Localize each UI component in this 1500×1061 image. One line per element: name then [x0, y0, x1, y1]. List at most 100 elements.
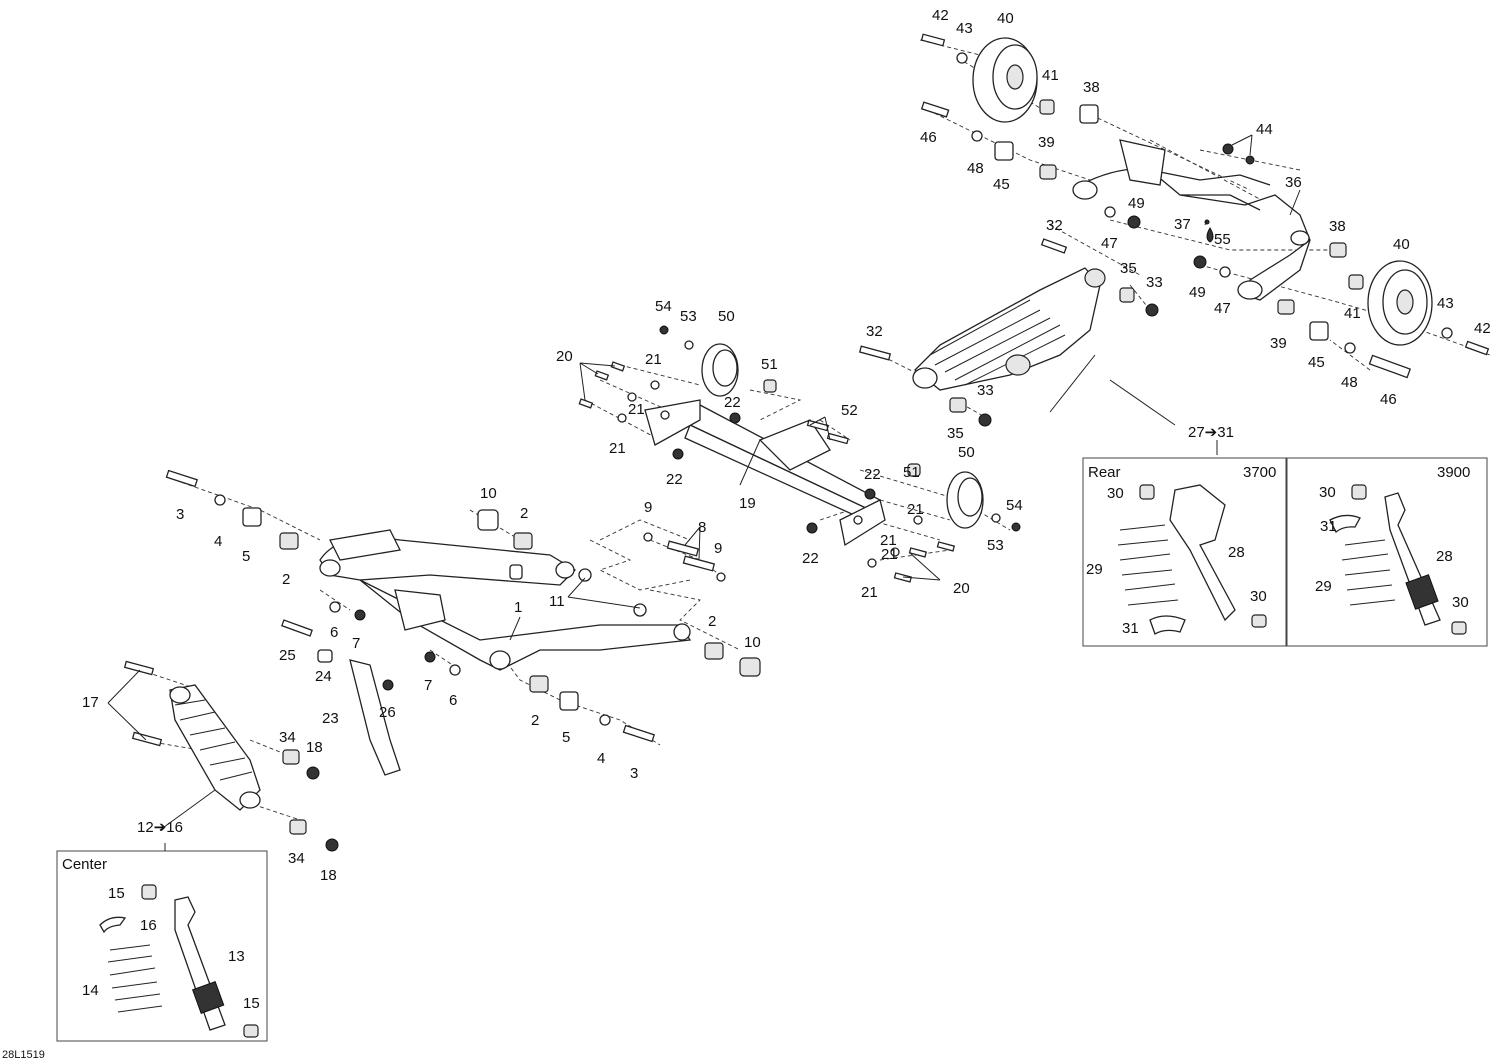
callout-2b: 2	[282, 571, 290, 588]
callout-labels: 42 43 40 41 38 44 46 39 48 45 36 49 37 5…	[2, 7, 1491, 1061]
callout-31: 31	[1122, 620, 1139, 637]
callout-6: 6	[330, 624, 338, 641]
callout-45b: 45	[1308, 354, 1325, 371]
callout-2: 2	[520, 505, 528, 522]
callout-34: 34	[279, 729, 296, 746]
rear-arm	[1072, 139, 1311, 301]
callout-11: 11	[549, 593, 565, 610]
callout-16: 16	[140, 917, 157, 934]
callout-54b: 54	[1006, 497, 1023, 514]
callout-51b: 51	[903, 464, 920, 481]
callout-51: 51	[761, 356, 778, 373]
callout-37: 37	[1174, 216, 1191, 233]
callout-21: 21	[645, 351, 662, 368]
callout-42: 42	[932, 7, 949, 24]
middle-small-parts	[578, 325, 1021, 583]
callout-14: 14	[82, 982, 99, 999]
drawing-code: 28L1519	[2, 1049, 45, 1061]
callout-22: 22	[724, 394, 741, 411]
callout-35b: 35	[947, 425, 964, 442]
callout-40: 40	[997, 10, 1014, 27]
callout-21f: 21	[861, 584, 878, 601]
callout-6b: 6	[449, 692, 457, 709]
rear-box-title: Rear	[1088, 464, 1121, 481]
callout-31b: 31	[1320, 518, 1337, 535]
callout-53b: 53	[987, 537, 1004, 554]
callout-49b: 49	[1189, 284, 1206, 301]
idler-wheel-upper	[972, 37, 1038, 123]
callout-21e: 21	[880, 532, 897, 549]
callout-10b: 10	[744, 634, 761, 651]
center-shock	[123, 660, 339, 852]
callout-23: 23	[322, 710, 339, 727]
center-shock-box	[56, 850, 268, 1042]
callout-35: 35	[1120, 260, 1137, 277]
callout-48b: 48	[1341, 374, 1358, 391]
callout-49: 49	[1128, 195, 1145, 212]
callout-32b: 32	[866, 323, 883, 340]
callout-4: 4	[214, 533, 222, 550]
callout-29b: 29	[1315, 578, 1332, 595]
callout-26: 26	[379, 704, 396, 721]
callout-41b: 41	[1344, 305, 1361, 322]
callout-47b: 47	[1214, 300, 1231, 317]
callout-25: 25	[279, 647, 296, 664]
callout-12-16: 12➔16	[137, 819, 183, 836]
rear-shock	[912, 267, 1106, 391]
rear-small-parts	[858, 33, 1490, 427]
callout-30b: 30	[1250, 588, 1267, 605]
callout-5b: 5	[562, 729, 570, 746]
middle-cross-shaft	[644, 399, 886, 547]
callout-22c: 22	[864, 466, 881, 483]
callout-2d: 2	[531, 712, 539, 729]
callout-54: 54	[655, 298, 672, 315]
callout-45: 45	[993, 176, 1010, 193]
callout-3b: 3	[630, 765, 638, 782]
callout-15b: 15	[243, 995, 260, 1012]
callout-21c: 21	[609, 440, 626, 457]
callout-22b: 22	[666, 471, 683, 488]
callout-15: 15	[108, 885, 125, 902]
front-small-parts	[165, 469, 761, 776]
callout-34b: 34	[288, 850, 305, 867]
callout-50: 50	[718, 308, 735, 325]
callout-19: 19	[739, 495, 756, 512]
callout-21f-upper: 21	[881, 546, 898, 563]
callout-5: 5	[242, 548, 250, 565]
idler-wheel-lower-right	[1367, 260, 1433, 346]
callout-27-31: 27➔31	[1188, 424, 1234, 441]
callout-41: 41	[1042, 67, 1059, 84]
callout-18b: 18	[320, 867, 337, 884]
callout-9: 9	[644, 499, 652, 516]
callout-13: 13	[228, 948, 245, 965]
callout-17: 17	[82, 694, 99, 711]
callout-22d: 22	[802, 550, 819, 567]
callout-50b: 50	[958, 444, 975, 461]
callout-40b: 40	[1393, 236, 1410, 253]
callout-52: 52	[841, 402, 858, 419]
center-box-title: Center	[62, 856, 107, 873]
middle-idler-wheels	[701, 343, 984, 529]
callout-28: 28	[1228, 544, 1245, 561]
callout-42b: 42	[1474, 320, 1491, 337]
callout-39b: 39	[1270, 335, 1287, 352]
callout-20: 20	[556, 348, 573, 365]
callout-30: 30	[1107, 485, 1124, 502]
callout-46b: 46	[1380, 391, 1397, 408]
callout-21d: 21	[907, 501, 924, 518]
callout-36: 36	[1285, 174, 1302, 191]
callout-43b: 43	[1437, 295, 1454, 312]
rear-box-model-3700: 3700	[1243, 464, 1276, 481]
callout-44: 44	[1256, 121, 1273, 138]
callout-2c: 2	[708, 613, 716, 630]
callout-33b: 33	[977, 382, 994, 399]
callout-38: 38	[1083, 79, 1100, 96]
rear-box-model-3900: 3900	[1437, 464, 1470, 481]
callout-53: 53	[680, 308, 697, 325]
callout-30d: 30	[1452, 594, 1469, 611]
callout-38b: 38	[1329, 218, 1346, 235]
callout-24: 24	[315, 668, 332, 685]
callout-7b: 7	[424, 677, 432, 694]
callout-48: 48	[967, 160, 984, 177]
